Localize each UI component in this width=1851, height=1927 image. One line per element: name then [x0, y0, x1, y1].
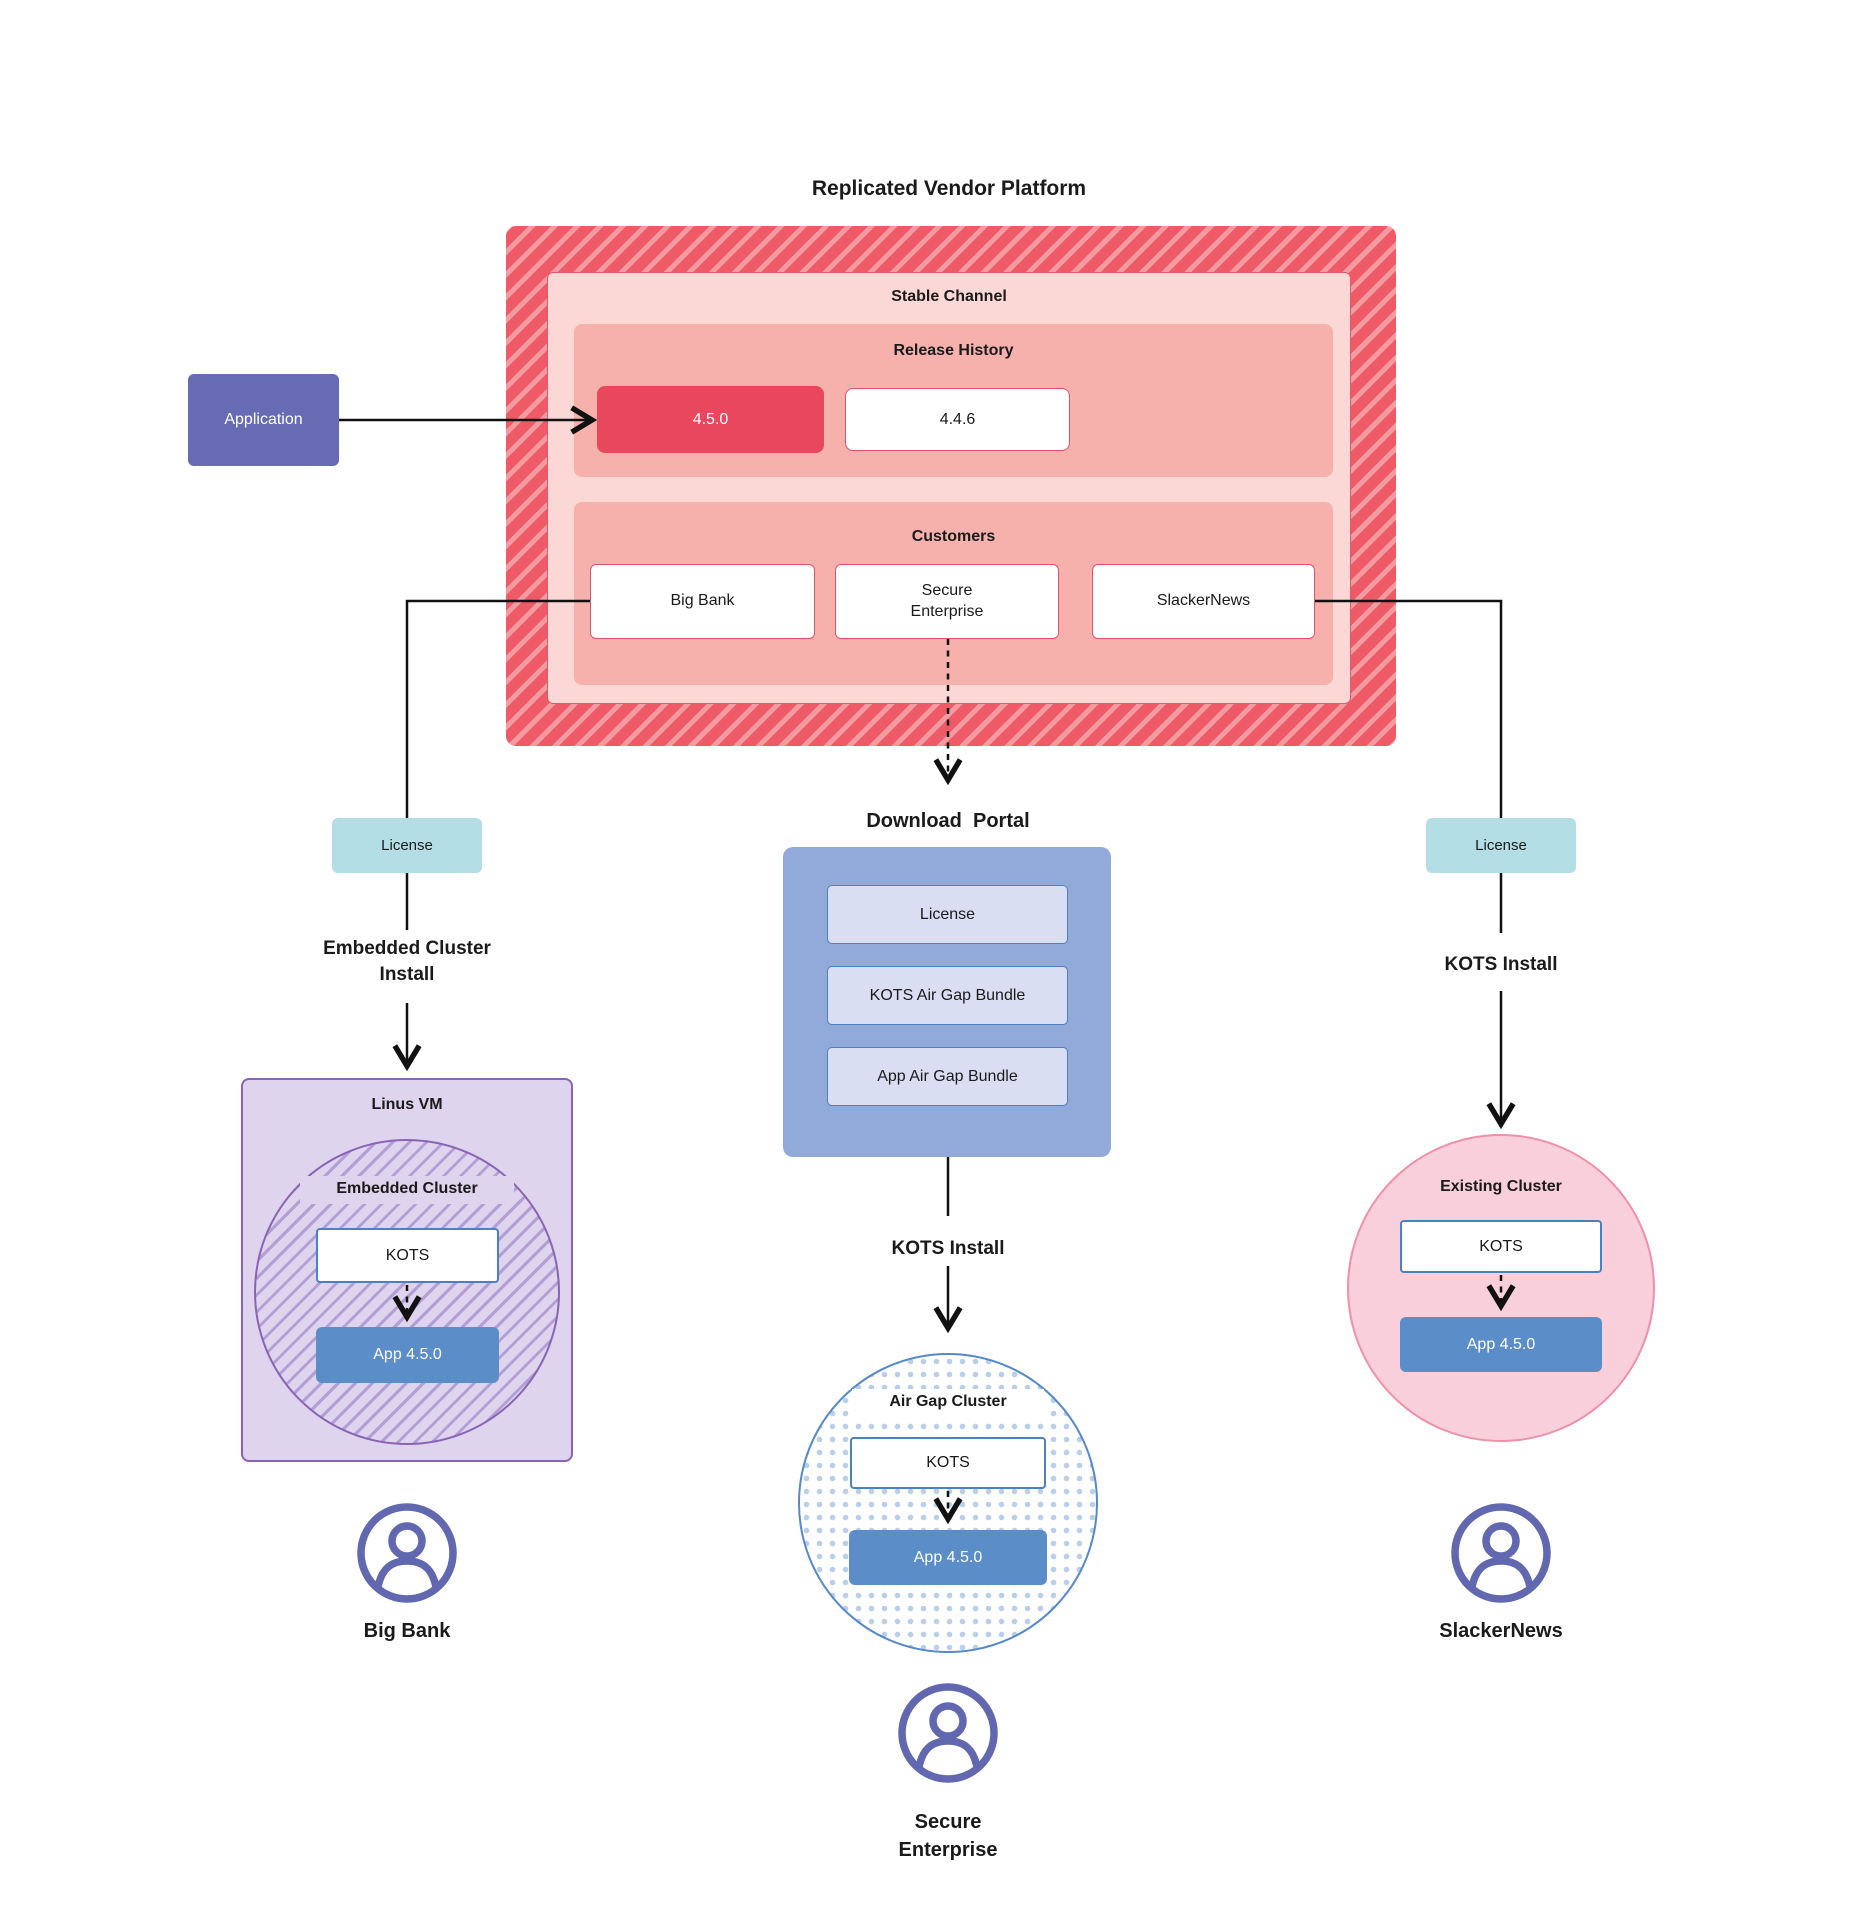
kots-box-center: KOTS [850, 1437, 1046, 1489]
application-box: Application [188, 374, 339, 466]
kots-install-label-right: KOTS Install [1444, 954, 1558, 975]
release-4-4-6: 4.4.6 [845, 388, 1070, 451]
kots-install-label-center: KOTS Install [891, 1238, 1005, 1259]
diagram-title: Replicated Vendor Platform [811, 177, 1087, 200]
embedded-cluster-label: Embedded Cluster [336, 1180, 478, 1197]
person-label-big-bank: Big Bank [363, 1620, 451, 1642]
person-icon-big-bank [357, 1503, 457, 1603]
release-4-5-0: 4.5.0 [597, 386, 824, 453]
embedded-cluster-install-label: Embedded Cluster Install [323, 938, 491, 986]
license-box-left: License [332, 818, 482, 873]
embedded-cluster-label-band [300, 1176, 514, 1204]
portal-item-license: License [827, 885, 1068, 944]
release-history-label: Release History [893, 342, 1014, 359]
customer-secure-enterprise: Secure Enterprise [835, 564, 1059, 639]
person-label-secure-enterprise: Secure Enterprise [898, 1811, 998, 1861]
linus-vm-label: Linus VM [371, 1096, 443, 1113]
existing-cluster-label: Existing Cluster [1440, 1178, 1562, 1195]
air-gap-cluster-label: Air Gap Cluster [889, 1393, 1007, 1410]
download-portal-title: Download Portal [866, 810, 1030, 832]
customer-slackernews: SlackerNews [1092, 564, 1315, 639]
app-box-right: App 4.5.0 [1400, 1317, 1602, 1372]
kots-box-left: KOTS [316, 1228, 499, 1283]
customer-big-bank: Big Bank [590, 564, 815, 639]
person-icon-slackernews [1451, 1503, 1551, 1603]
stable-channel-label: Stable Channel [891, 288, 1007, 305]
license-box-right: License [1426, 818, 1576, 873]
customers-label: Customers [911, 528, 996, 545]
app-box-left: App 4.5.0 [316, 1327, 499, 1383]
portal-item-app-air-gap-bundle: App Air Gap Bundle [827, 1047, 1068, 1106]
kots-box-right: KOTS [1400, 1220, 1602, 1273]
air-gap-cluster-label-band [852, 1389, 1044, 1417]
person-icon-secure-enterprise [898, 1683, 998, 1783]
person-label-slackernews: SlackerNews [1439, 1620, 1563, 1642]
app-box-center: App 4.5.0 [849, 1530, 1047, 1585]
portal-item-kots-air-gap-bundle: KOTS Air Gap Bundle [827, 966, 1068, 1025]
